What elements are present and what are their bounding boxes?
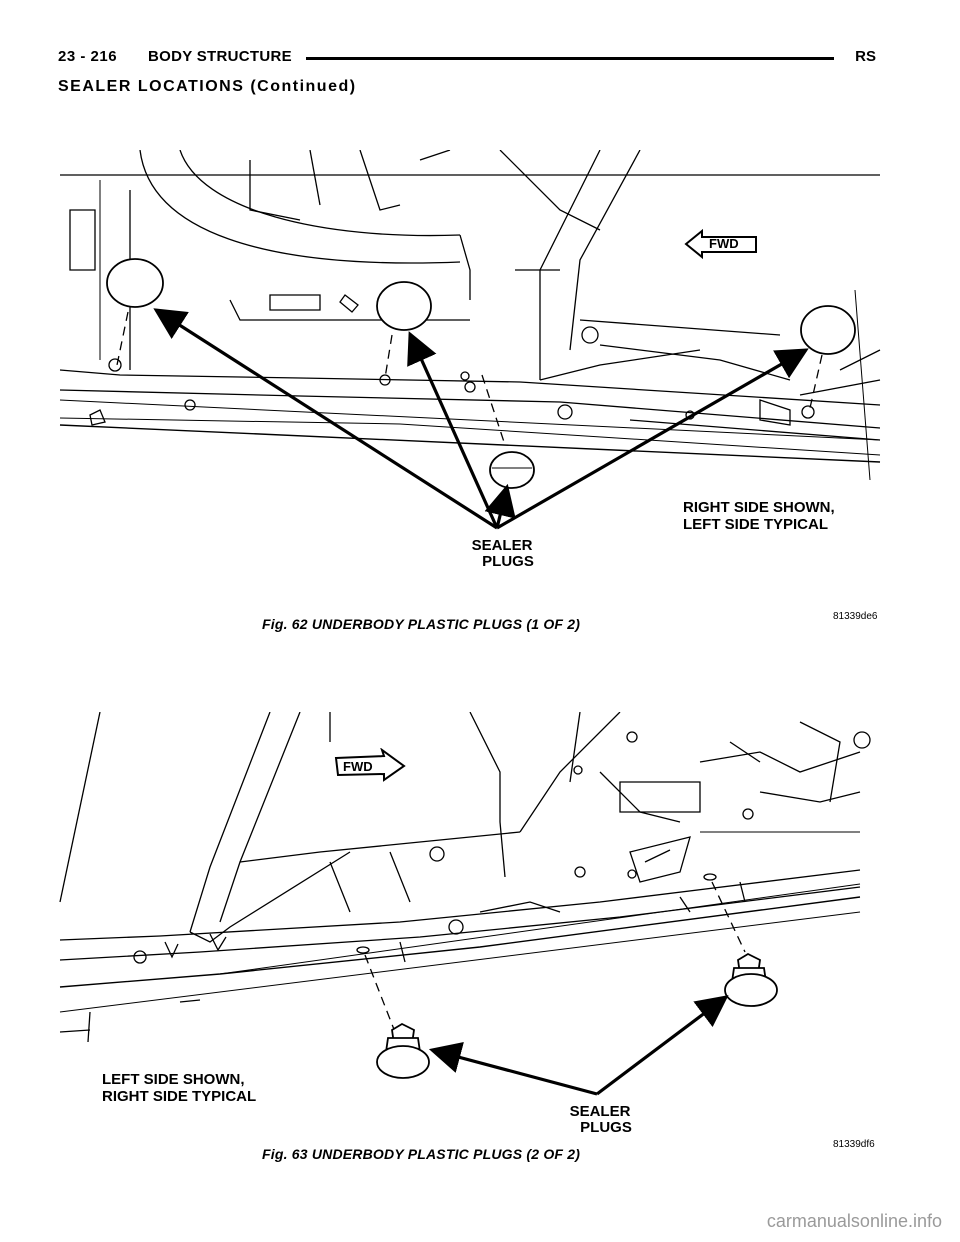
figure-62: FWD RIGHT SIDE SHOWN, LEFT SIDE TYPICAL … bbox=[0, 150, 960, 640]
image-code: 81339de6 bbox=[833, 611, 878, 622]
callout-plugs: PLUGS bbox=[580, 1119, 632, 1136]
fwd-arrow-icon bbox=[334, 748, 406, 782]
page-number: 23 - 216 bbox=[58, 48, 118, 65]
side-note-line2: RIGHT SIDE TYPICAL bbox=[102, 1088, 257, 1105]
side-note-line1: LEFT SIDE SHOWN, bbox=[102, 1071, 245, 1088]
fwd-label: FWD bbox=[343, 759, 373, 774]
model-code: RS bbox=[855, 48, 876, 65]
figure-63-illustration bbox=[59, 712, 871, 1096]
side-note-line1: RIGHT SIDE SHOWN, bbox=[683, 499, 835, 516]
side-note-line2: LEFT SIDE TYPICAL bbox=[683, 516, 829, 533]
header-rule bbox=[306, 57, 834, 60]
fwd-arrow-icon bbox=[684, 228, 757, 260]
section-title: BODY STRUCTURE bbox=[148, 48, 292, 65]
section-heading: SEALER LOCATIONS (Continued) bbox=[58, 78, 357, 95]
figure-caption: Fig. 63 UNDERBODY PLASTIC PLUGS (2 OF 2) bbox=[262, 1146, 581, 1162]
callout-plugs: PLUGS bbox=[482, 553, 534, 570]
figure-62-illustration bbox=[59, 150, 881, 530]
callout-sealer: SEALER bbox=[471, 537, 533, 554]
fwd-label: FWD bbox=[709, 236, 739, 251]
callout-sealer: SEALER bbox=[569, 1103, 631, 1120]
figure-caption: Fig. 62 UNDERBODY PLASTIC PLUGS (1 OF 2) bbox=[262, 616, 581, 632]
page-header: 23 - 216 BODY STRUCTURE RS bbox=[58, 48, 876, 70]
watermark: carmanualsonline.info bbox=[766, 1211, 942, 1231]
figure-63: FWD LEFT SIDE SHOWN, RIGHT SIDE TYPICAL … bbox=[0, 712, 960, 1172]
image-code: 81339df6 bbox=[833, 1139, 875, 1150]
